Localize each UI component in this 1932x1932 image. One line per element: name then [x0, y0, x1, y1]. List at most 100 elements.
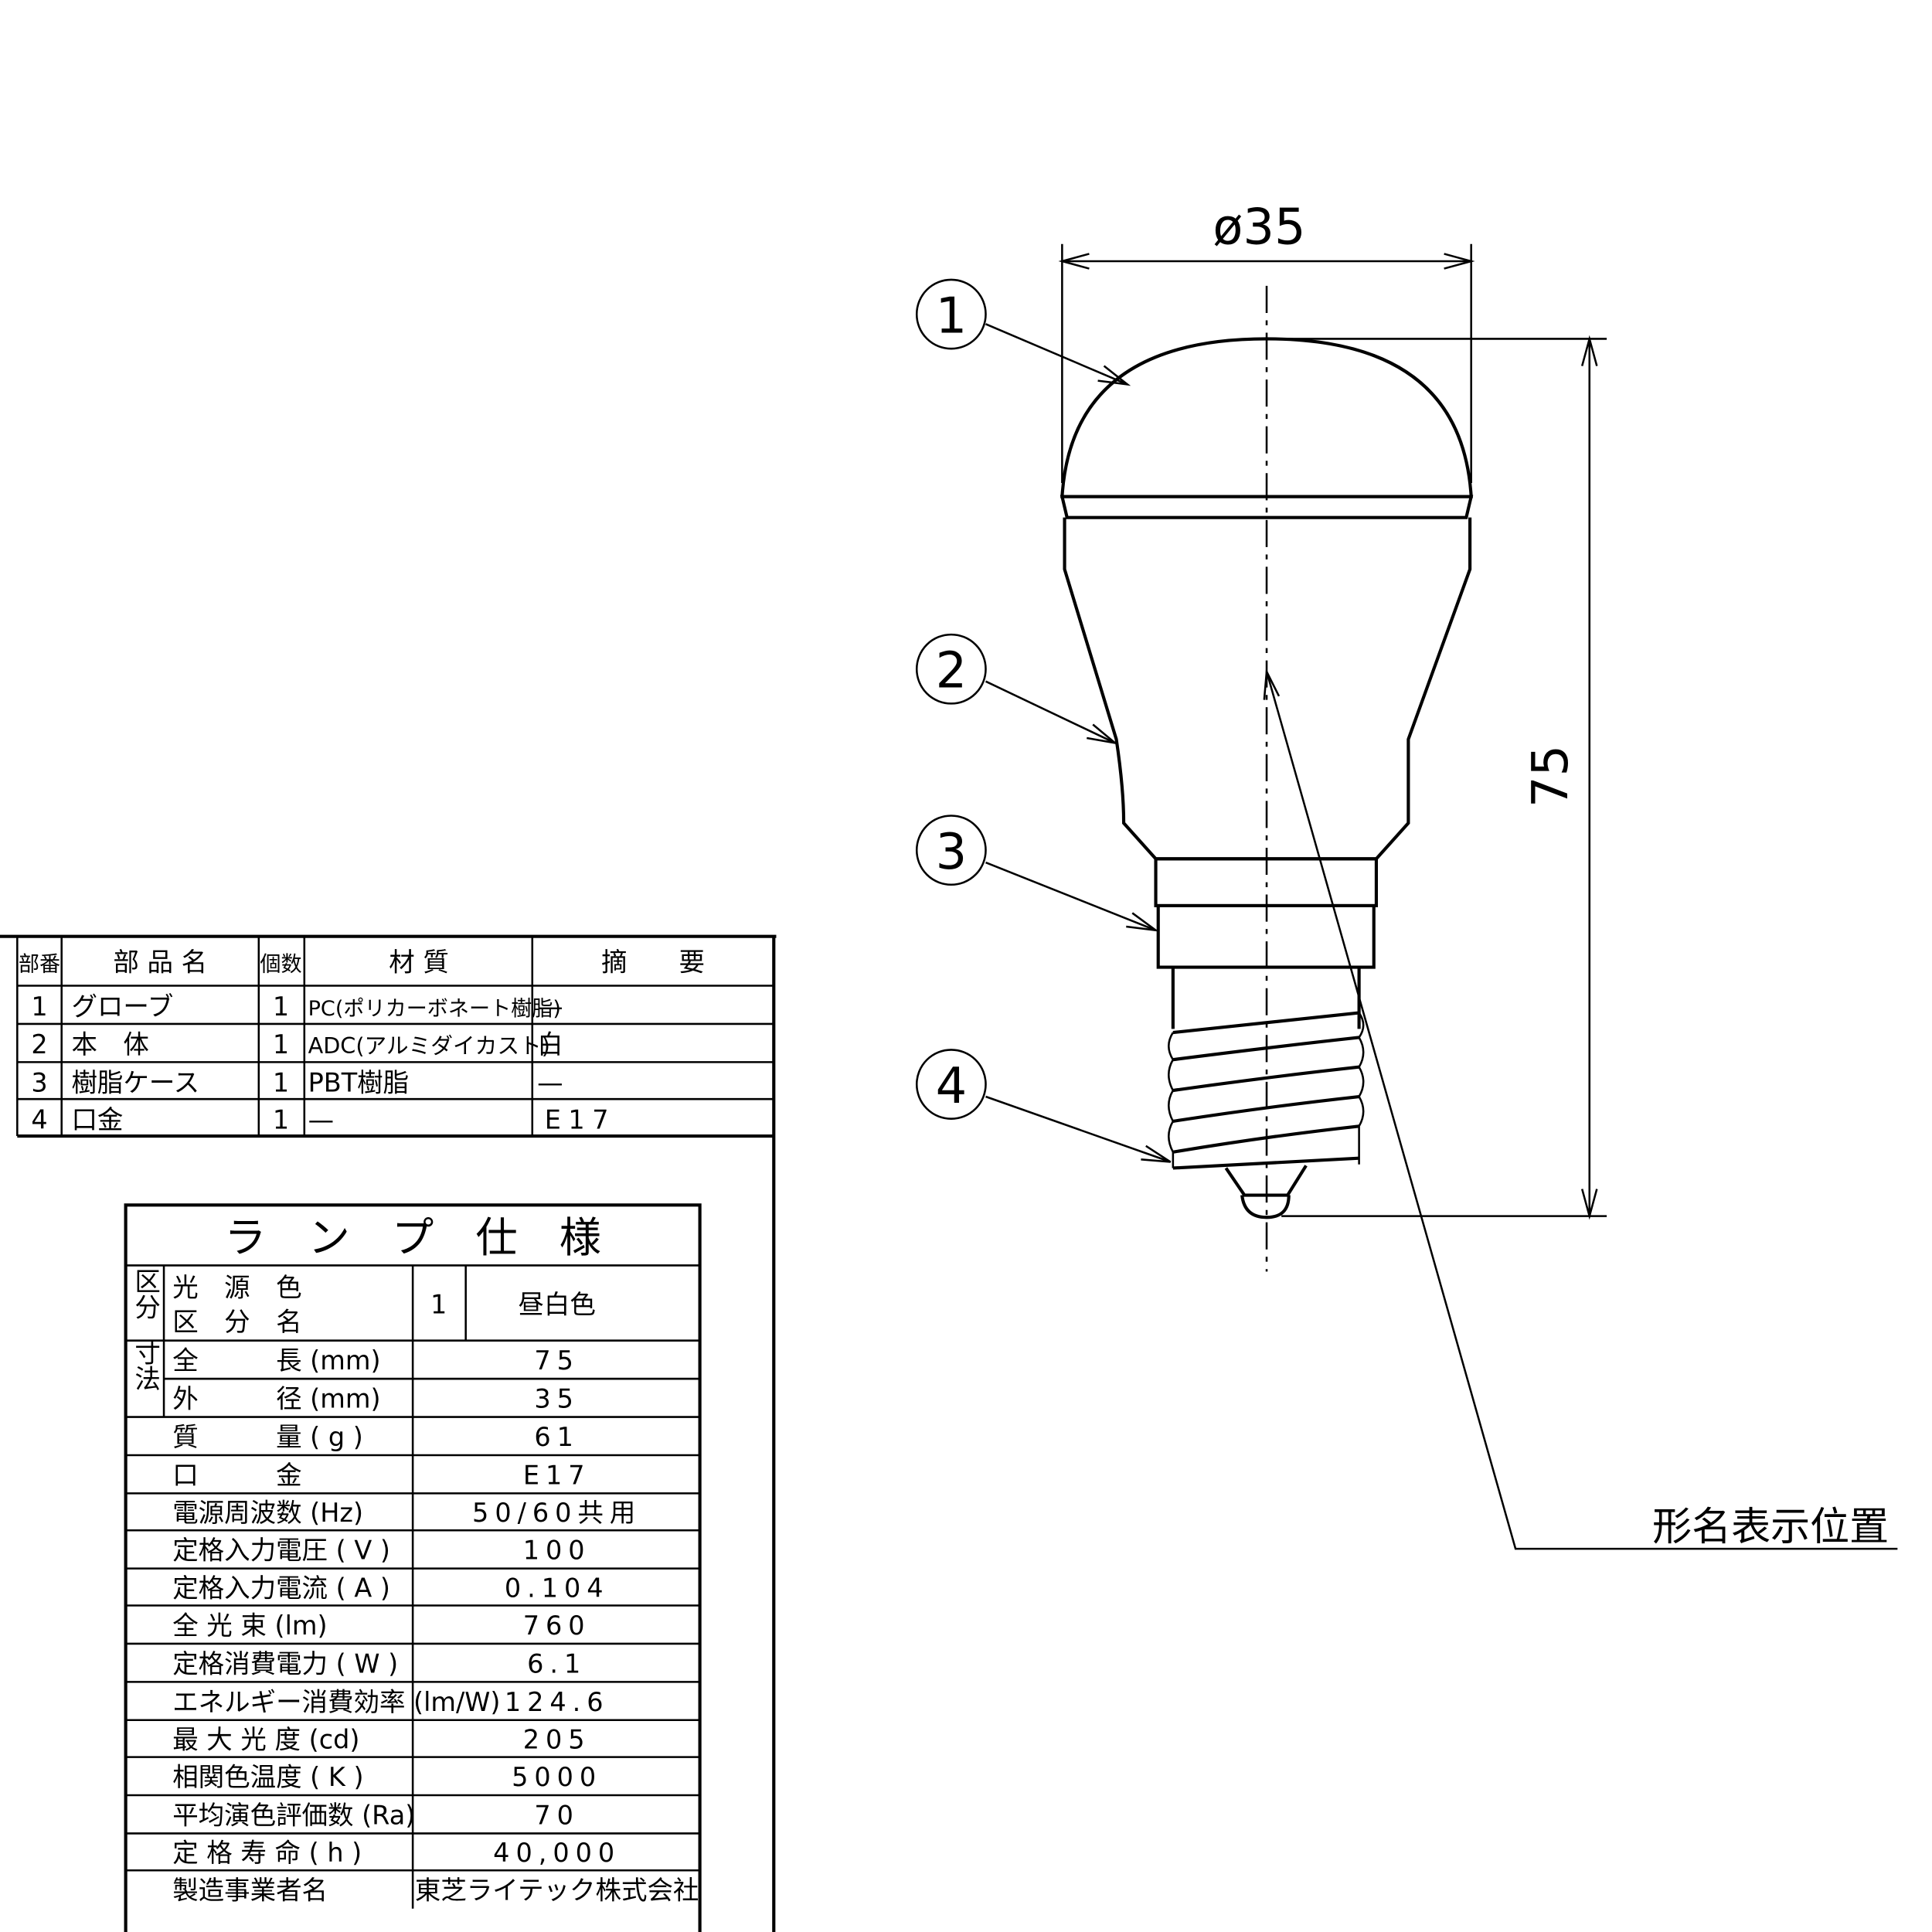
spec-label: 区 分 名 — [172, 1307, 301, 1337]
arrow-icon — [1058, 253, 1475, 270]
callout-2: 2 — [915, 633, 1119, 745]
svg-text:1: 1 — [31, 992, 47, 1022]
spec-table-title: ラ ン プ 仕 様 — [224, 1213, 601, 1262]
group-label-kubun: 区分 — [131, 1268, 161, 1320]
spec-label: 全 光 束 (lm) — [172, 1611, 327, 1641]
spec-label: エネルギー消費効率 (lm/W) — [172, 1687, 500, 1717]
spec-row: 質 量 ( g ) 61 — [125, 1416, 700, 1452]
spec-value: 124.6 — [505, 1687, 610, 1717]
svg-text:—: — — [537, 1068, 563, 1098]
spec-label: 最 大 光 度 (cd) — [172, 1724, 359, 1754]
spec-label: 電源周波数 (Hz) — [172, 1498, 363, 1528]
parts-table: 部番 部 品 名 個数 材 質 摘 要 1 グローブ 1 PC(ポリカーボネート… — [0, 934, 777, 1932]
svg-text:1: 1 — [273, 1104, 289, 1134]
model-name-position-leader: 形名表示位置 — [1263, 668, 1898, 1550]
svg-text:4: 4 — [31, 1104, 47, 1134]
spec-value: 100 — [523, 1536, 591, 1566]
spec-label: 定格入力電流 ( A ) — [172, 1573, 390, 1603]
spec-row: 電源周波数 (Hz) 50/60共用 — [125, 1492, 700, 1528]
spec-value: 40,000 — [493, 1838, 621, 1868]
svg-text:PC(ポリカーボネート樹脂): PC(ポリカーボネート樹脂) — [308, 997, 561, 1021]
spec-value: 6.1 — [527, 1648, 587, 1679]
svg-text:1: 1 — [273, 1068, 289, 1098]
svg-text:4: 4 — [936, 1058, 968, 1115]
arrow-icon — [1580, 335, 1598, 1220]
spec-row: 口 金 E17 — [125, 1454, 700, 1490]
parts-table-row: 4 口金 1 — E17 — [31, 1104, 616, 1134]
spec-label: 定 格 寿 命 ( h ) — [172, 1838, 362, 1868]
callout-3: 3 — [915, 815, 1160, 932]
parts-table-row: 3 樹脂ケース 1 PBT樹脂 — — [31, 1068, 563, 1098]
spec-value: 50/60共用 — [472, 1498, 641, 1528]
spec-value: E17 — [523, 1460, 591, 1490]
parts-table-row: 1 グローブ 1 PC(ポリカーボネート樹脂) — — [31, 992, 563, 1022]
spec-label: 光 源 色 — [172, 1272, 301, 1302]
spec-row: 製造事業者名 東芝ライテック株式会社 — [125, 1869, 700, 1906]
spec-label: 定格消費電力 ( W ) — [172, 1648, 398, 1679]
svg-text:部番: 部番 — [19, 952, 60, 976]
svg-text:グローブ: グローブ — [71, 992, 173, 1022]
svg-text:E17: E17 — [545, 1104, 616, 1134]
spec-row: 全 光 束 (lm) 760 — [125, 1604, 700, 1641]
spec-row: 定格入力電圧 ( V ) 100 — [125, 1529, 700, 1566]
svg-text:—: — — [537, 992, 563, 1022]
svg-text:ADC(アルミダイカスト): ADC(アルミダイカスト) — [308, 1032, 550, 1059]
parts-table-row: 2 本 体 1 ADC(アルミダイカスト) 白 — [31, 1029, 563, 1060]
spec-label: 定格入力電圧 ( V ) — [172, 1536, 390, 1566]
svg-text:1: 1 — [936, 287, 968, 345]
spec-row: 外 径 (mm)35 — [164, 1377, 700, 1414]
svg-text:3: 3 — [936, 824, 968, 881]
svg-text:個数: 個数 — [260, 952, 301, 976]
svg-text:形名表示位置: 形名表示位置 — [1652, 1505, 1889, 1550]
lamp-spec-table: ラ ン プ 仕 様 区分 寸法 光 源 色 区 分 名 1 昼白色 全 長 (m… — [124, 1203, 702, 1932]
svg-text:白: 白 — [537, 1029, 563, 1060]
spec-row: 相関色温度 ( K )5000 — [125, 1756, 700, 1792]
globe-band — [1060, 495, 1474, 519]
svg-text:本 体: 本 体 — [71, 1029, 148, 1060]
length-label: 75 — [1522, 745, 1580, 808]
spec-row: 定格入力電流 ( A ) 0.104 — [125, 1567, 700, 1603]
parts-table-header: 部番 部 品 名 個数 材 質 摘 要 — [19, 947, 705, 977]
spec-row: 全 長 (mm) 75 — [172, 1345, 580, 1376]
group-label-sunpo: 寸法 — [131, 1339, 161, 1391]
base-tip — [1240, 1195, 1291, 1219]
svg-text:樹脂ケース: 樹脂ケース — [71, 1068, 199, 1098]
spec-label: 口 金 — [172, 1460, 301, 1490]
svg-text:—: — — [308, 1104, 334, 1134]
spec-value: 昼白色 — [518, 1290, 595, 1320]
spec-value: 1 — [430, 1290, 447, 1320]
spec-value: 760 — [523, 1611, 591, 1641]
spec-value: 東芝ライテック株式会社 — [415, 1876, 699, 1906]
spec-value: 0.104 — [505, 1573, 610, 1603]
svg-text:摘 要: 摘 要 — [601, 947, 705, 977]
base-threads — [1168, 1011, 1365, 1170]
spec-value: 205 — [523, 1724, 591, 1754]
spec-label: 平均演色評価数 (Ra) — [172, 1800, 415, 1830]
spec-label: 製造事業者名 — [172, 1876, 328, 1906]
spec-row: 定 格 寿 命 ( h ) 40,000 — [125, 1832, 700, 1868]
callout-4: 4 — [915, 1049, 1172, 1163]
base-insulator — [1224, 1165, 1308, 1197]
spec-value: 70 — [534, 1800, 580, 1830]
spec-value: 75 — [534, 1345, 580, 1376]
spec-row: 平均演色評価数 (Ra) 70 — [125, 1794, 700, 1830]
svg-text:口金: 口金 — [71, 1104, 123, 1134]
spec-row: エネルギー消費効率 (lm/W)124.6 — [125, 1681, 700, 1717]
svg-text:3: 3 — [31, 1068, 47, 1098]
svg-text:PBT樹脂: PBT樹脂 — [308, 1068, 410, 1098]
spec-row: 定格消費電力 ( W ) 6.1 — [125, 1642, 700, 1679]
svg-text:部 品 名: 部 品 名 — [113, 947, 207, 977]
callout-1: 1 — [915, 278, 1131, 386]
spec-label: 相関色温度 ( K ) — [172, 1762, 363, 1792]
spec-row: 最 大 光 度 (cd) 205 — [125, 1719, 700, 1754]
spec-value: 61 — [534, 1422, 580, 1452]
diameter-label: ø35 — [1213, 199, 1305, 257]
spec-label: 質 量 ( g ) — [172, 1422, 363, 1452]
spec-label: 全 長 (mm) — [172, 1345, 380, 1376]
svg-text:1: 1 — [273, 1029, 289, 1060]
resin-case-lower — [1156, 905, 1376, 969]
svg-text:材 質: 材 質 — [389, 947, 449, 977]
svg-text:2: 2 — [31, 1029, 47, 1060]
spec-label: 外 径 (mm) — [172, 1384, 380, 1414]
